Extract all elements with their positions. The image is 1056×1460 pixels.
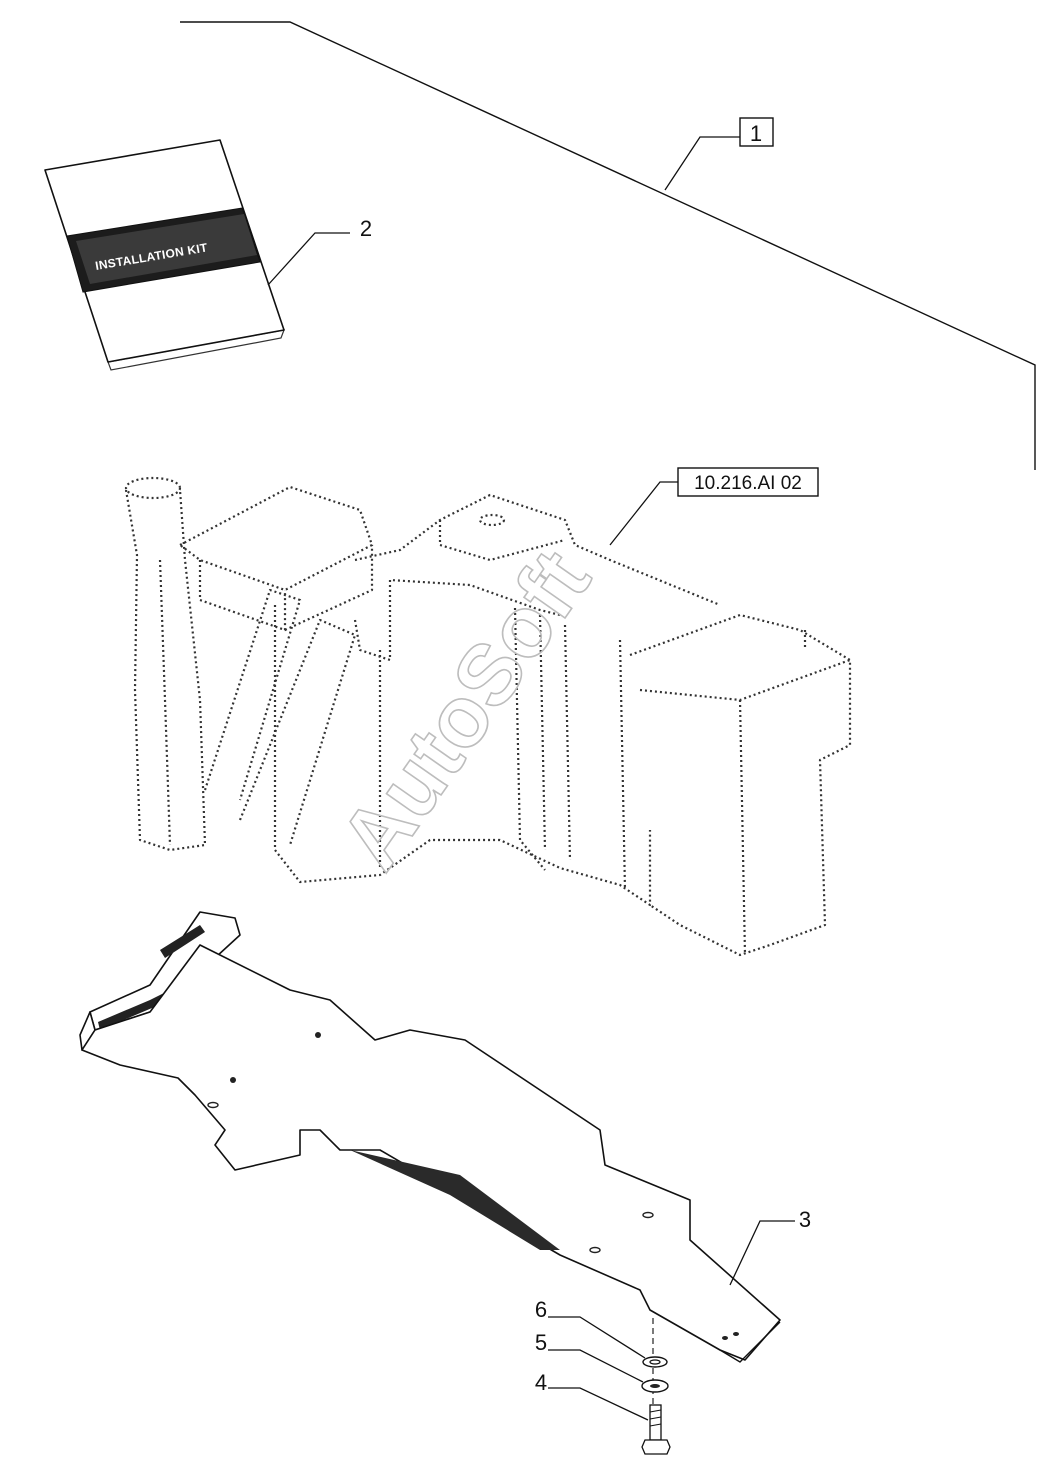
callout-2-label: 2 bbox=[360, 216, 372, 241]
callout-3-label: 3 bbox=[799, 1207, 811, 1232]
hex-bolt bbox=[641, 1404, 671, 1455]
callout-4: 4 bbox=[535, 1370, 649, 1421]
lock-washer bbox=[642, 1356, 668, 1368]
shield-plate bbox=[79, 911, 781, 1363]
watermark: AutoSoft bbox=[321, 533, 609, 887]
callout-1-box bbox=[739, 117, 774, 147]
watermark-text: AutoSoft bbox=[322, 533, 609, 885]
flat-washer bbox=[641, 1379, 669, 1393]
kit-bracket bbox=[180, 21, 1036, 470]
installation-manual: INSTALLATION KIT bbox=[44, 139, 285, 371]
callout-3: 3 bbox=[729, 1207, 811, 1286]
callout-4-label: 4 bbox=[535, 1370, 547, 1395]
callout-2: 2 bbox=[267, 216, 372, 286]
reference-label: 10.216.AI 02 bbox=[694, 473, 802, 494]
reference-box bbox=[677, 467, 819, 497]
callout-5-label: 5 bbox=[535, 1330, 547, 1355]
callout-6-label: 6 bbox=[535, 1297, 547, 1322]
callout-1: 1 bbox=[664, 117, 774, 191]
callout-6: 6 bbox=[535, 1297, 646, 1359]
callout-1-label: 1 bbox=[750, 121, 762, 146]
callout-5: 5 bbox=[535, 1330, 644, 1383]
fuel-tank-reference bbox=[124, 476, 852, 957]
callout-reference: 10.216.AI 02 bbox=[609, 467, 819, 546]
